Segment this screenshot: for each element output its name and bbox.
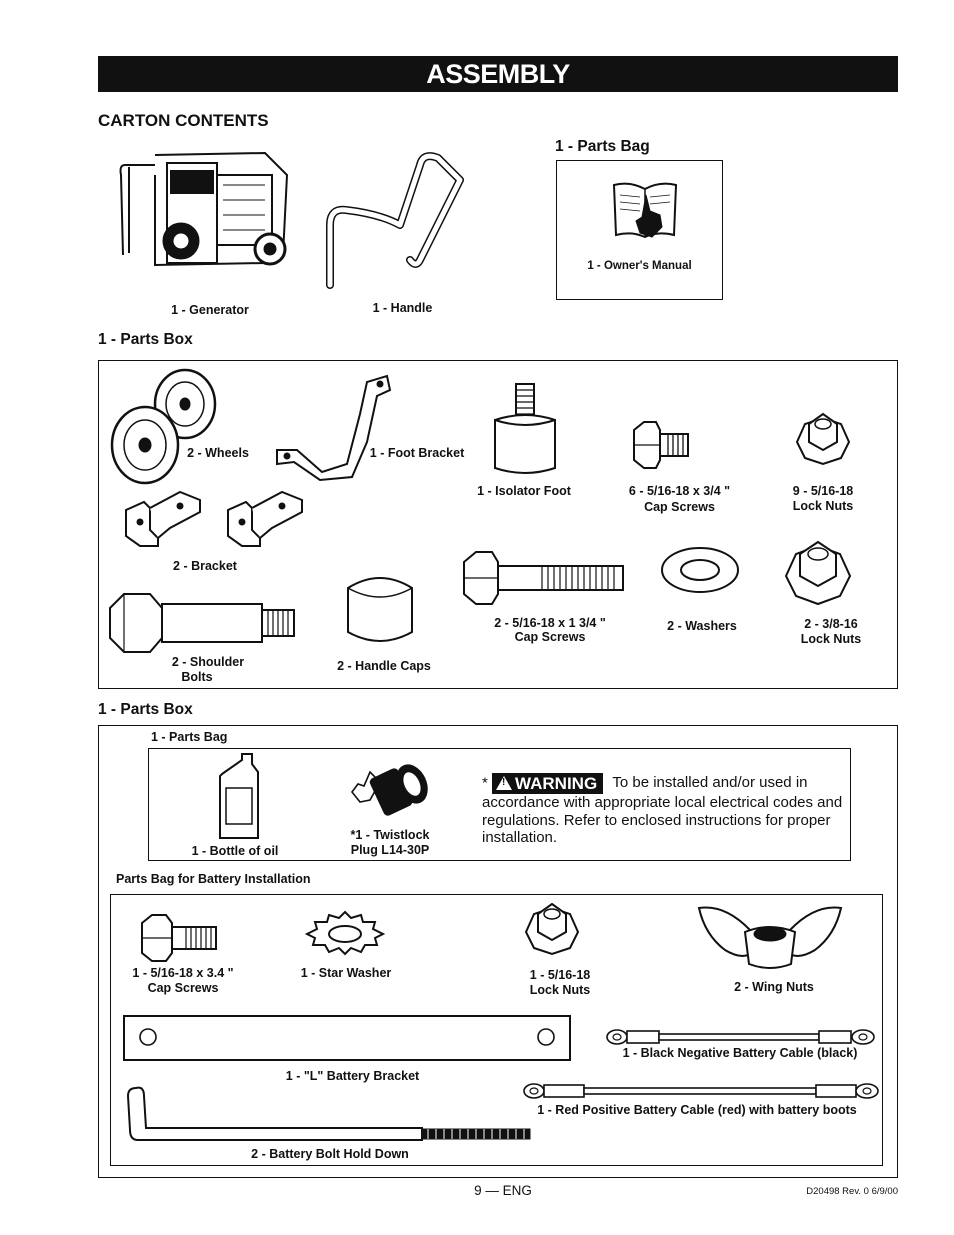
foot-bracket-illustration bbox=[276, 374, 392, 482]
shoulder-bolt-illustration bbox=[109, 593, 295, 653]
warning-badge: !WARNING bbox=[492, 773, 604, 794]
foot-bracket-label: 1 - Foot Bracket bbox=[369, 446, 465, 460]
warning-badge-text: WARNING bbox=[515, 774, 598, 793]
wing-nuts-label: 2 - Wing Nuts bbox=[734, 980, 814, 994]
carton-contents-heading: CARTON CONTENTS bbox=[98, 111, 269, 130]
handle-caps-label: 2 - Handle Caps bbox=[337, 659, 431, 673]
handle-illustration bbox=[326, 152, 464, 289]
twistlock-plug-illustration bbox=[350, 764, 428, 816]
shoulder-bolts-label-1: 2 - Shoulder bbox=[171, 655, 245, 669]
battery-parts-title: Parts Bag for Battery Installation bbox=[116, 872, 311, 886]
l-battery-bracket-illustration bbox=[123, 1015, 571, 1061]
document-code: D20498 Rev. 0 6/9/00 bbox=[806, 1186, 898, 1197]
battery-nuts-label-1: 1 - 5/16-18 bbox=[529, 968, 591, 982]
cap-screws-a-label-1: 6 - 5/16-18 x 3/4 " bbox=[628, 484, 731, 498]
page-number: 9 — ENG bbox=[474, 1183, 532, 1198]
black-cable-illustration bbox=[606, 1029, 875, 1045]
handle-cap-illustration bbox=[347, 577, 413, 642]
warning-notice: * !WARNING To be installed and/or used i… bbox=[482, 773, 844, 847]
warning-body: accordance with appropriate local electr… bbox=[482, 794, 843, 846]
warning-lead: To be installed and/or used in bbox=[612, 774, 808, 792]
lock-nut-small-illustration bbox=[795, 412, 851, 466]
lock-nuts-b-label-1: 2 - 3/8-16 bbox=[804, 617, 858, 631]
hold-down-bolt-illustration bbox=[126, 1086, 531, 1141]
parts-box-2-title: 1 - Parts Box bbox=[98, 701, 193, 718]
hold-down-label: 2 - Battery Bolt Hold Down bbox=[251, 1147, 409, 1161]
wheels-illustration bbox=[110, 368, 217, 485]
warning-star: * bbox=[482, 774, 488, 792]
parts-box-2 bbox=[98, 725, 898, 1178]
shoulder-bolts-label-2: Bolts bbox=[181, 670, 213, 684]
parts-bag-2-title: 1 - Parts Bag bbox=[151, 730, 228, 744]
isolator-foot-label: 1 - Isolator Foot bbox=[477, 484, 571, 498]
generator-illustration bbox=[119, 151, 289, 267]
battery-screws-label-1: 1 - 5/16-18 x 3.4 " bbox=[132, 966, 234, 980]
bracket-label: 2 - Bracket bbox=[173, 559, 237, 573]
parts-bag-title: 1 - Parts Bag bbox=[555, 138, 650, 155]
owners-manual-icon bbox=[612, 182, 678, 239]
handle-label: 1 - Handle bbox=[372, 301, 433, 315]
star-washer-label: 1 - Star Washer bbox=[300, 966, 392, 980]
battery-parts-box bbox=[110, 894, 883, 1166]
twistlock-label-1: *1 - Twistlock bbox=[350, 828, 430, 842]
parts-box-1 bbox=[98, 360, 898, 689]
page-title: ASSEMBLY bbox=[98, 56, 898, 92]
parts-bag-2-box bbox=[148, 748, 851, 861]
wing-nut-illustration bbox=[697, 906, 843, 969]
parts-box-1-title: 1 - Parts Box bbox=[98, 331, 193, 348]
cap-screws-b-label-1: 2 - 5/16-18 x 1 3/4 " bbox=[494, 616, 606, 630]
lock-nuts-a-label-2: Lock Nuts bbox=[792, 499, 854, 513]
black-cable-label: 1 - Black Negative Battery Cable (black) bbox=[622, 1046, 858, 1060]
warning-triangle-icon: ! bbox=[496, 776, 513, 790]
cap-screws-a-label-2: Cap Screws bbox=[644, 500, 715, 514]
battery-lock-nut-illustration bbox=[524, 902, 580, 956]
generator-label: 1 - Generator bbox=[171, 303, 249, 317]
oil-label: 1 - Bottle of oil bbox=[191, 844, 279, 858]
lock-nut-large-illustration bbox=[784, 540, 852, 606]
oil-bottle-illustration bbox=[219, 753, 259, 839]
l-bracket-label: 1 - "L" Battery Bracket bbox=[285, 1069, 420, 1083]
manual-bag-box bbox=[556, 160, 723, 300]
washers-label: 2 - Washers bbox=[667, 619, 737, 633]
battery-nuts-label-2: Lock Nuts bbox=[529, 983, 591, 997]
red-cable-label: 1 - Red Positive Battery Cable (red) wit… bbox=[537, 1103, 857, 1117]
owners-manual-label: 1 - Owner's Manual bbox=[587, 260, 692, 272]
battery-cap-screw-illustration bbox=[141, 914, 217, 962]
star-washer-illustration bbox=[304, 910, 386, 956]
battery-screws-label-2: Cap Screws bbox=[147, 981, 219, 995]
twistlock-label-2: Plug L14-30P bbox=[350, 843, 430, 857]
wheels-label: 2 - Wheels bbox=[187, 446, 249, 460]
cap-screw-short-illustration bbox=[633, 421, 689, 469]
lock-nuts-b-label-2: Lock Nuts bbox=[800, 632, 862, 646]
bracket-illustration bbox=[125, 490, 303, 547]
isolator-foot-illustration bbox=[494, 383, 556, 474]
cap-screws-b-label-2: Cap Screws bbox=[514, 630, 586, 644]
lock-nuts-a-label-1: 9 - 5/16-18 bbox=[792, 484, 854, 498]
washer-illustration bbox=[661, 547, 739, 593]
red-cable-illustration bbox=[523, 1083, 879, 1099]
cap-screw-long-illustration bbox=[463, 551, 624, 605]
